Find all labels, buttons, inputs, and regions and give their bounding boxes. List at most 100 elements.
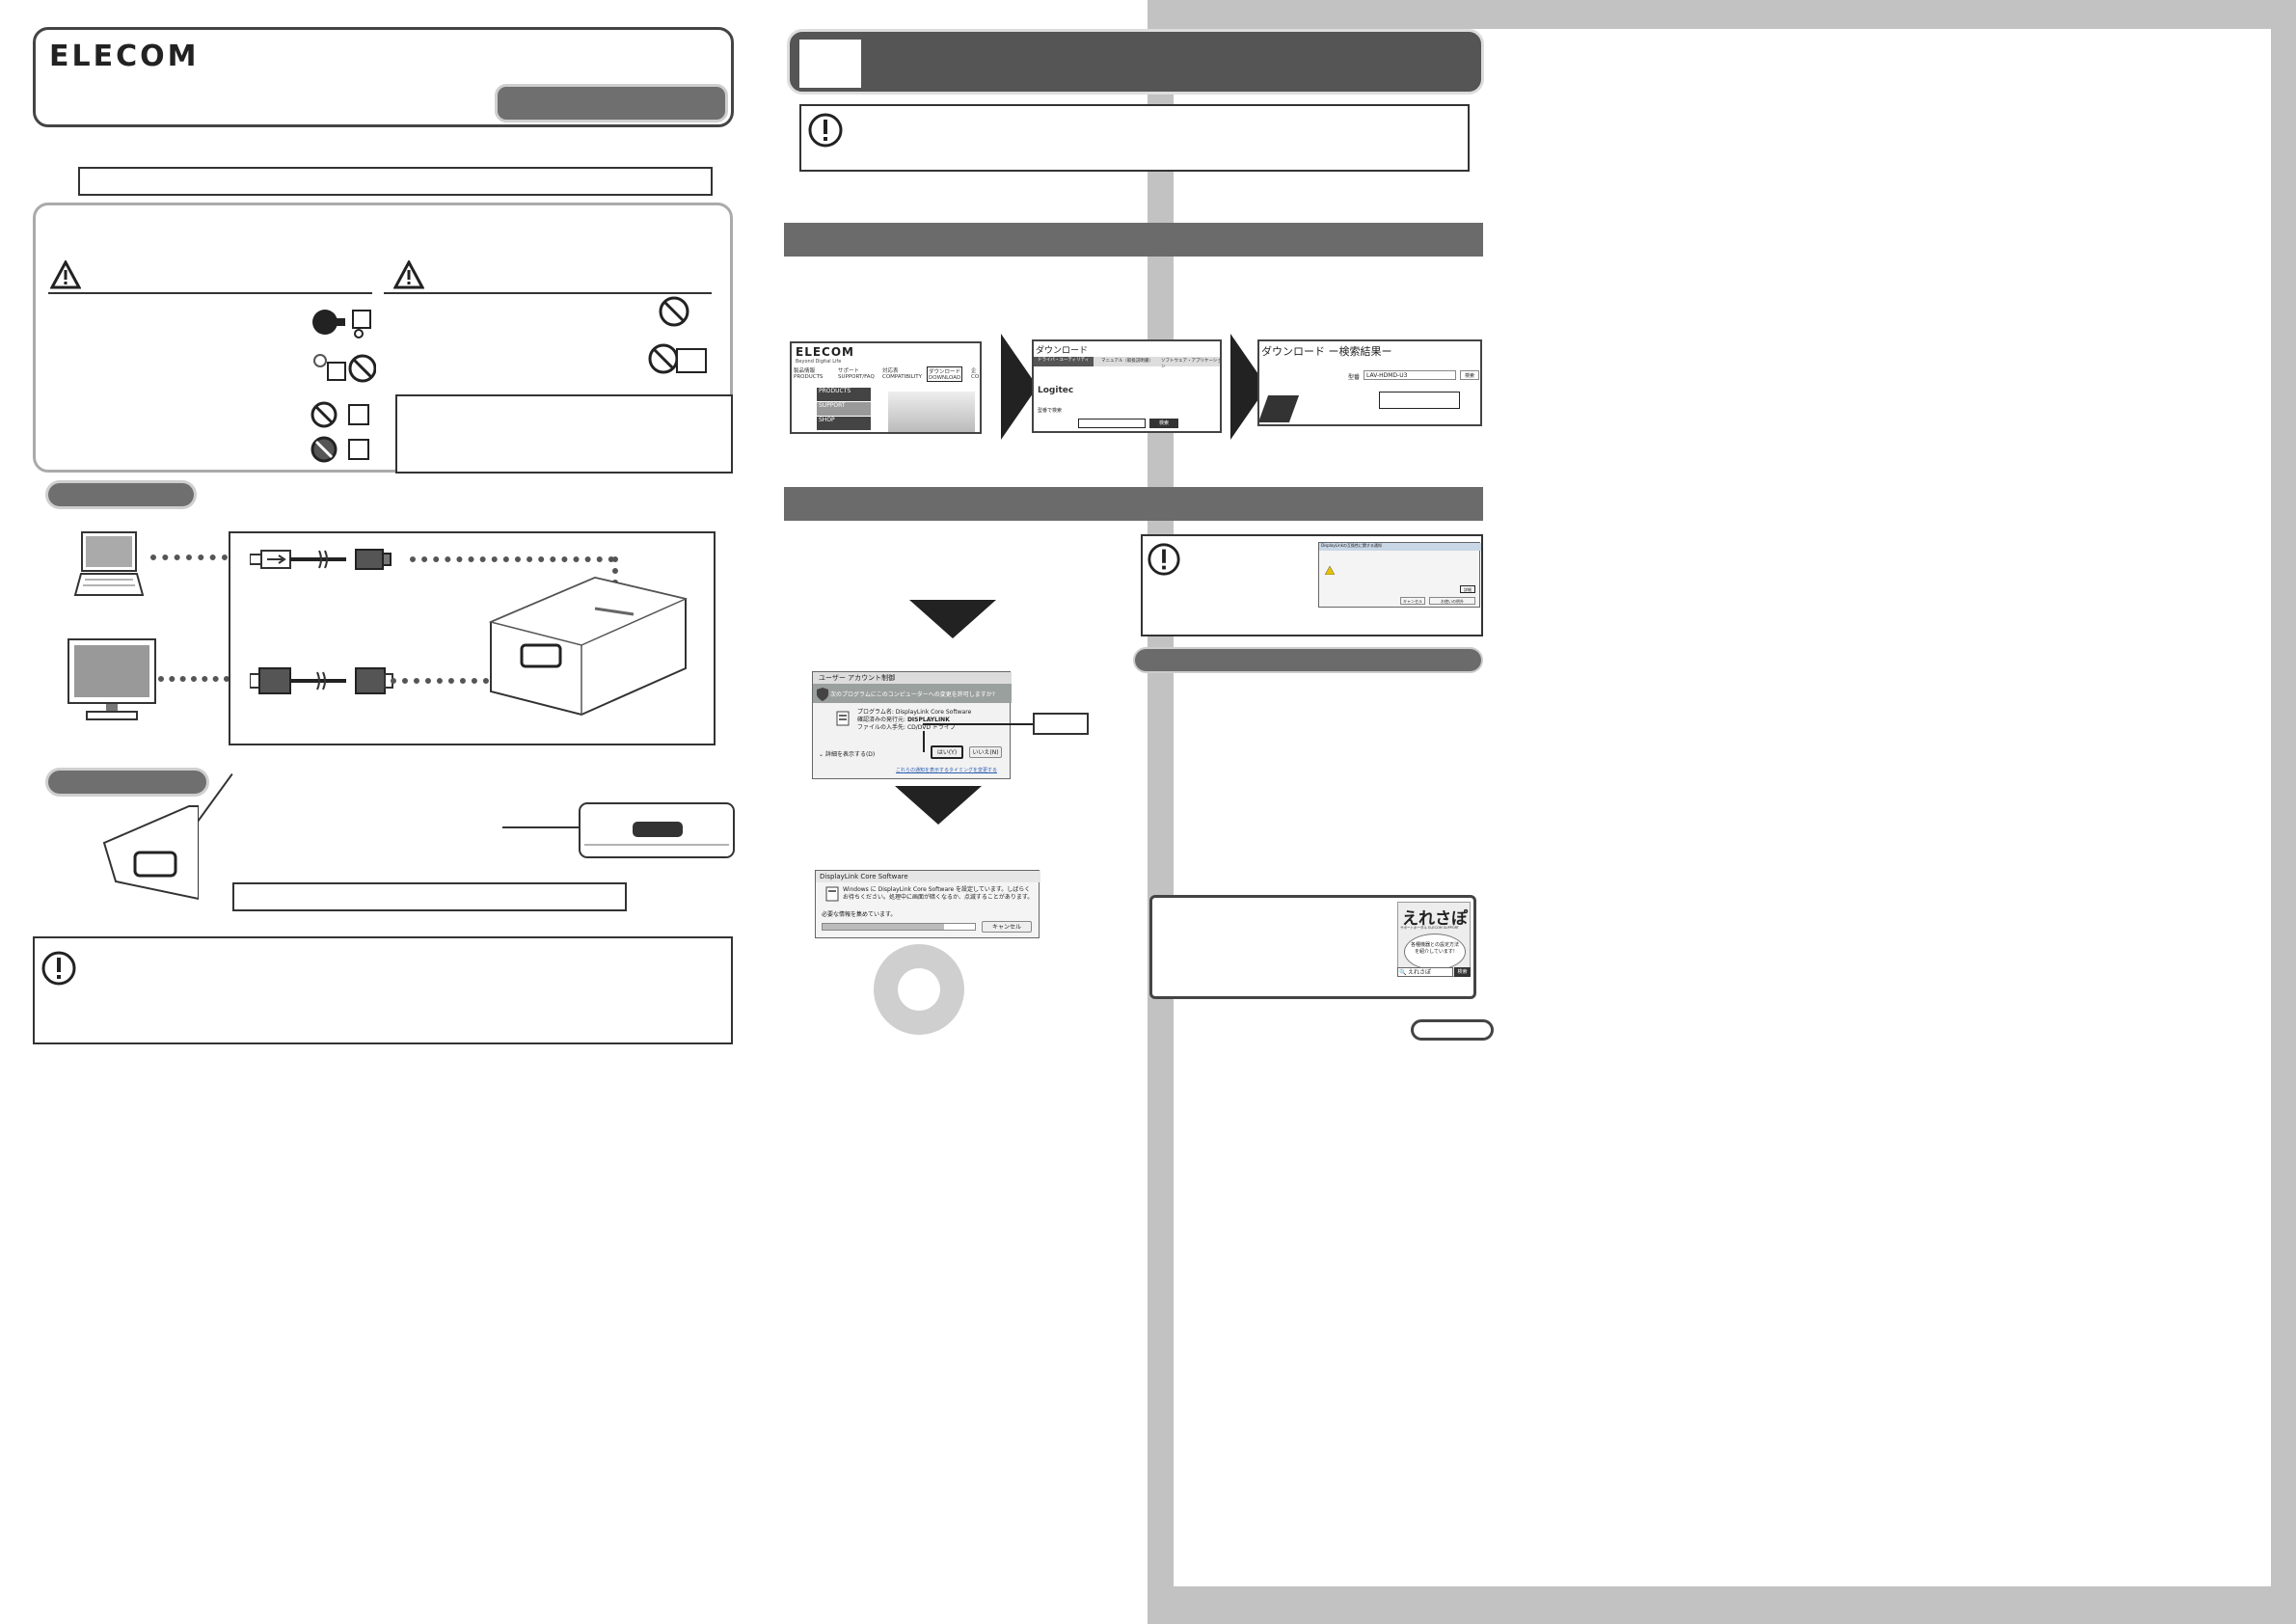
- caution-icon: [393, 260, 424, 289]
- result-model-input[interactable]: LAV-HDMD-U3: [1364, 370, 1456, 380]
- hdmi-dotted-line: [391, 678, 535, 684]
- unplug-icon: [311, 305, 376, 339]
- sunlight-prohibited-icon: [311, 351, 376, 386]
- page-number-pill: [1411, 1019, 1494, 1041]
- uac-publisher-value: DISPLAYLINK: [906, 717, 950, 723]
- uac-dialog-screenshot: ユーザー アカウント制御 次のプログラムにこのコンピューターへの変更を許可します…: [812, 671, 1012, 779]
- model-search-input[interactable]: [1078, 419, 1146, 428]
- tab-software[interactable]: ソフトウェア・アプリケーション: [1161, 359, 1222, 369]
- website-logo: ELECOM: [796, 345, 854, 359]
- support-portal-ad: えれさぽ サポートポータル ELECOM SUPPORT 各種機器との設定方法を…: [1397, 902, 1471, 977]
- search-label: 型番で検索: [1038, 408, 1063, 414]
- support-search-input[interactable]: 🔍 えれさぽ: [1397, 967, 1453, 977]
- install-progress-fill: [823, 924, 945, 930]
- install-section-bar: [784, 487, 1483, 521]
- usb-cable-icon: [250, 545, 394, 574]
- uac-program-value: DisplayLink Core Software: [895, 709, 972, 716]
- support-subtitle: サポートポータル ELECOM SUPPORT: [1400, 926, 1459, 930]
- warning-icon: [50, 260, 81, 289]
- uac-source-label: ファイルの入手先:: [857, 724, 906, 731]
- support-portal-box: えれさぽ サポートポータル ELECOM SUPPORT 各種機器との設定方法を…: [1149, 895, 1476, 999]
- ports-title-bar: [45, 768, 209, 797]
- compatibility-notice-box: DisplayLinkの互換性に関する通知 詳細 キャンセル お使いの例外: [1141, 534, 1483, 636]
- usb-dotted-drop: [612, 556, 618, 585]
- down-arrow-2: [895, 786, 982, 825]
- step-arrow-1: [1001, 334, 1038, 440]
- install-status: 必要な情報を集めています。: [822, 911, 897, 918]
- dialog-warning-icon: [1324, 560, 1336, 579]
- uac-show-details[interactable]: ⌄ 詳細を表示する(D): [819, 751, 876, 758]
- important-icon: [807, 112, 844, 149]
- usb-port-leader: [502, 826, 632, 828]
- download-page-screenshot: ダウンロード ドライバ・ユーティリティ マニュアル（取扱説明書） ソフトウェア・…: [1032, 339, 1222, 433]
- note-box: [395, 394, 733, 474]
- right-caution-box: [799, 104, 1470, 172]
- caption-box: [78, 167, 713, 196]
- menu-shop[interactable]: SHOP: [817, 417, 871, 430]
- elecom-logo: ELECOM: [49, 40, 200, 73]
- dialog-exception-button[interactable]: お使いの例外: [1429, 597, 1475, 605]
- water-prohibited-icon: [311, 432, 376, 467]
- uac-title: ユーザー アカウント制御: [813, 672, 1012, 684]
- install-cancel-button[interactable]: キャンセル: [982, 921, 1032, 933]
- monitor-icon: [68, 638, 156, 721]
- smoke-prohibited-icon: [658, 295, 690, 328]
- step-number-box: [799, 40, 861, 88]
- install-progress-bar: [822, 923, 976, 931]
- hdmi-port-closeup: [102, 804, 199, 901]
- support-bubble: 各種機器との設定方法を紹介しています!: [1404, 934, 1466, 970]
- website-tagline: Beyond Digital Life: [796, 359, 842, 365]
- result-search-button[interactable]: 検索: [1460, 370, 1479, 380]
- right-page-content: [1174, 29, 2271, 1586]
- result-model-label: 型番: [1348, 374, 1361, 381]
- support-brand: えれさぽ: [1402, 909, 1468, 929]
- connection-diagram-box: [229, 531, 716, 745]
- install-title: DisplayLink Core Software: [816, 871, 1040, 882]
- support-section-bar: [1133, 647, 1483, 673]
- dialog-detail-button[interactable]: 詳細: [1460, 585, 1475, 593]
- install-icon: [825, 886, 839, 906]
- down-arrow-1: [909, 600, 996, 638]
- download-title: ダウンロード: [1036, 346, 1089, 356]
- install-message: Windows に DisplayLink Core Software を設定し…: [843, 886, 1034, 901]
- uac-banner: 次のプログラムにこのコンピューターへの変更を許可しますか?: [813, 684, 1012, 703]
- right-header-bar: [787, 29, 1484, 95]
- result-link-box[interactable]: [1379, 392, 1460, 409]
- result-title: ダウンロード ー検索結果ー: [1261, 345, 1392, 358]
- yes-callout-leader-v: [923, 731, 925, 752]
- download-section-bar: [784, 223, 1483, 257]
- usb-dotted-line: [410, 556, 614, 562]
- tab-manuals[interactable]: マニュアル（取扱説明書）: [1101, 359, 1153, 364]
- important-notice-box: [33, 936, 733, 1044]
- ports-caption-box: [232, 882, 627, 911]
- tab-drivers[interactable]: ドライバ・ユーティリティ: [1034, 357, 1094, 366]
- uac-yes-button[interactable]: はい(Y): [931, 745, 963, 759]
- product-thumbnail: [1259, 395, 1300, 422]
- dialog-cancel-button[interactable]: キャンセル: [1400, 597, 1425, 605]
- cd-disc-icon: [873, 943, 965, 1036]
- menu-support[interactable]: SUPPORT: [817, 402, 871, 416]
- program-icon: [836, 711, 850, 730]
- yes-callout-leader-h: [923, 723, 1035, 725]
- logitec-logo: Logitec: [1038, 386, 1074, 395]
- yes-callout-box: [1033, 713, 1089, 735]
- support-search-button[interactable]: 検索: [1454, 967, 1471, 977]
- connection-title-bar: [45, 480, 197, 509]
- uac-details: プログラム名: DisplayLink Core Software 確認済みの発…: [857, 709, 971, 732]
- download-tabs: ドライバ・ユーティリティ マニュアル（取扱説明書） ソフトウェア・アプリケーショ…: [1034, 357, 1222, 369]
- install-progress-screenshot: DisplayLink Core Software Windows に Disp…: [815, 870, 1040, 938]
- uac-publisher-label: 確認済みの発行元:: [857, 717, 906, 723]
- safety-box: [33, 203, 733, 473]
- uac-no-button[interactable]: いいえ(N): [969, 746, 1002, 758]
- compatibility-dialog: DisplayLinkの互換性に関する通知 詳細 キャンセル お使いの例外: [1318, 542, 1481, 608]
- uac-settings-link[interactable]: これらの通知を表示するタイミングを変更する: [896, 768, 998, 773]
- search-button[interactable]: 検索: [1149, 419, 1178, 428]
- search-icon: 🔍: [1399, 969, 1407, 976]
- menu-products[interactable]: PRODUCTS: [817, 388, 871, 401]
